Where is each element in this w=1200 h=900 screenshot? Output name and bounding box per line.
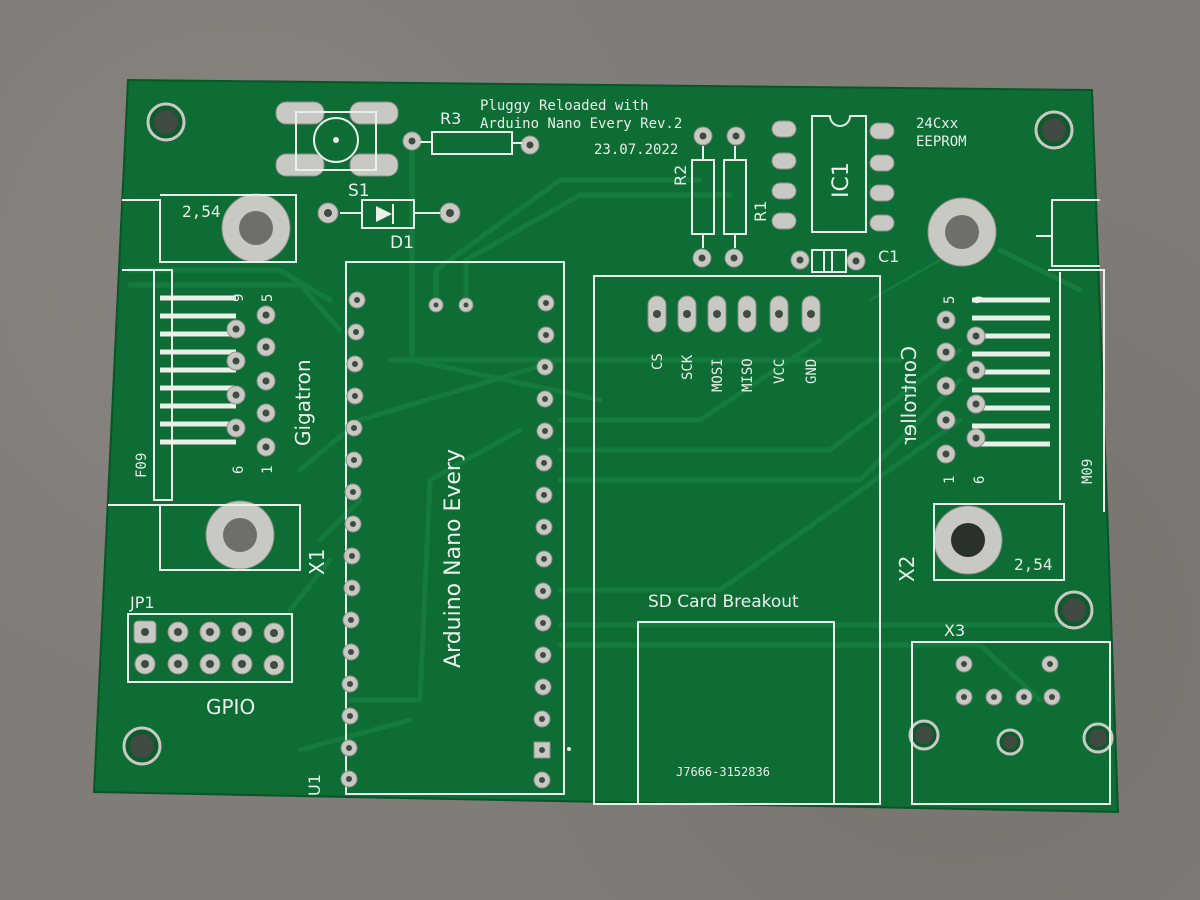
- sd-card-slot-outline: [637, 621, 835, 805]
- resistors-r1-r2: [691, 126, 747, 268]
- pin5-right-label: 5: [942, 296, 958, 304]
- nano-pin-header-right: [533, 294, 555, 789]
- d1-label: D1: [390, 233, 414, 253]
- sd-pin-sck: SCK: [680, 354, 696, 380]
- right-connector-outline: [933, 199, 1105, 581]
- gigatron-label: Gigatron: [291, 359, 315, 446]
- sd-card-label: SD Card Breakout: [648, 592, 799, 612]
- sd-pin-gnd: GND: [804, 359, 820, 384]
- left-connector-outline: [108, 194, 301, 571]
- mounting-holes: [122, 102, 1114, 766]
- gpio-label: GPIO: [206, 695, 255, 719]
- diode-d1: [317, 199, 461, 229]
- board-date: 23.07.2022: [594, 142, 678, 158]
- sd-pin-mosi: MOSI: [710, 358, 726, 392]
- order-code: J7666-3152836: [676, 765, 770, 779]
- copper-traces: [127, 137, 1083, 753]
- x3-pads: [955, 655, 1061, 756]
- r1-label: R1: [751, 201, 770, 222]
- r3-label: R3: [440, 109, 461, 128]
- eeprom-label-line2: EEPROM: [916, 134, 967, 150]
- c1-label: C1: [878, 247, 899, 266]
- pin6-right-label: 6: [972, 476, 988, 484]
- m09-label: M09: [1080, 459, 1096, 484]
- sd-pin-row: [647, 295, 821, 333]
- f09-label: F09: [134, 453, 150, 478]
- board-title-line1: Pluggy Reloaded with: [480, 98, 649, 114]
- pin5-left-label: 5: [260, 294, 276, 302]
- pitch-right-label: 2,54: [1014, 555, 1053, 574]
- resistor-r3: [402, 131, 540, 155]
- pin1-left-label: 1: [260, 466, 276, 474]
- dsub-standoffs: [205, 193, 1003, 575]
- nano-pin-header-left: [340, 291, 366, 788]
- gpio-pin-header: [133, 620, 285, 676]
- eeprom-label-line1: 24Cxx: [916, 116, 958, 132]
- s1-label: S1: [348, 181, 370, 201]
- pin9-right-label: 9: [972, 296, 988, 304]
- pin1-right-label: 1: [942, 476, 958, 484]
- x2-label: X2: [895, 556, 919, 582]
- right-dsub-fingers: [972, 297, 1050, 447]
- left-dsub-pins: [226, 305, 276, 457]
- ic1-label: IC1: [829, 162, 854, 198]
- board-title-line2: Arduino Nano Every Rev.2: [480, 116, 682, 132]
- nano-extra-pads: [428, 297, 474, 313]
- switch-s1: [275, 101, 399, 177]
- x3-label: X3: [944, 621, 965, 640]
- sd-pin-cs: CS: [650, 353, 666, 370]
- sd-pin-vcc: VCC: [772, 359, 788, 384]
- u1-label: U1: [305, 774, 324, 796]
- ic1-socket: [771, 115, 895, 233]
- jp1-label: JP1: [129, 593, 155, 612]
- sd-pin-miso: MISO: [740, 358, 756, 392]
- controller-label-mirrored: Controller: [897, 346, 921, 445]
- x1-label: X1: [305, 549, 329, 575]
- r2-label: R2: [671, 165, 690, 186]
- pin9-left-label: 9: [231, 294, 247, 302]
- capacitor-c1: [790, 249, 866, 273]
- x3-outline: [911, 641, 1111, 805]
- jp1-outline: [127, 613, 293, 683]
- pin6-left-label: 6: [231, 466, 247, 474]
- right-dsub-pins: [936, 310, 986, 464]
- nano-label: Arduino Nano Every: [441, 449, 466, 668]
- pitch-left-label: 2,54: [182, 202, 221, 221]
- left-dsub-fingers: [160, 295, 236, 445]
